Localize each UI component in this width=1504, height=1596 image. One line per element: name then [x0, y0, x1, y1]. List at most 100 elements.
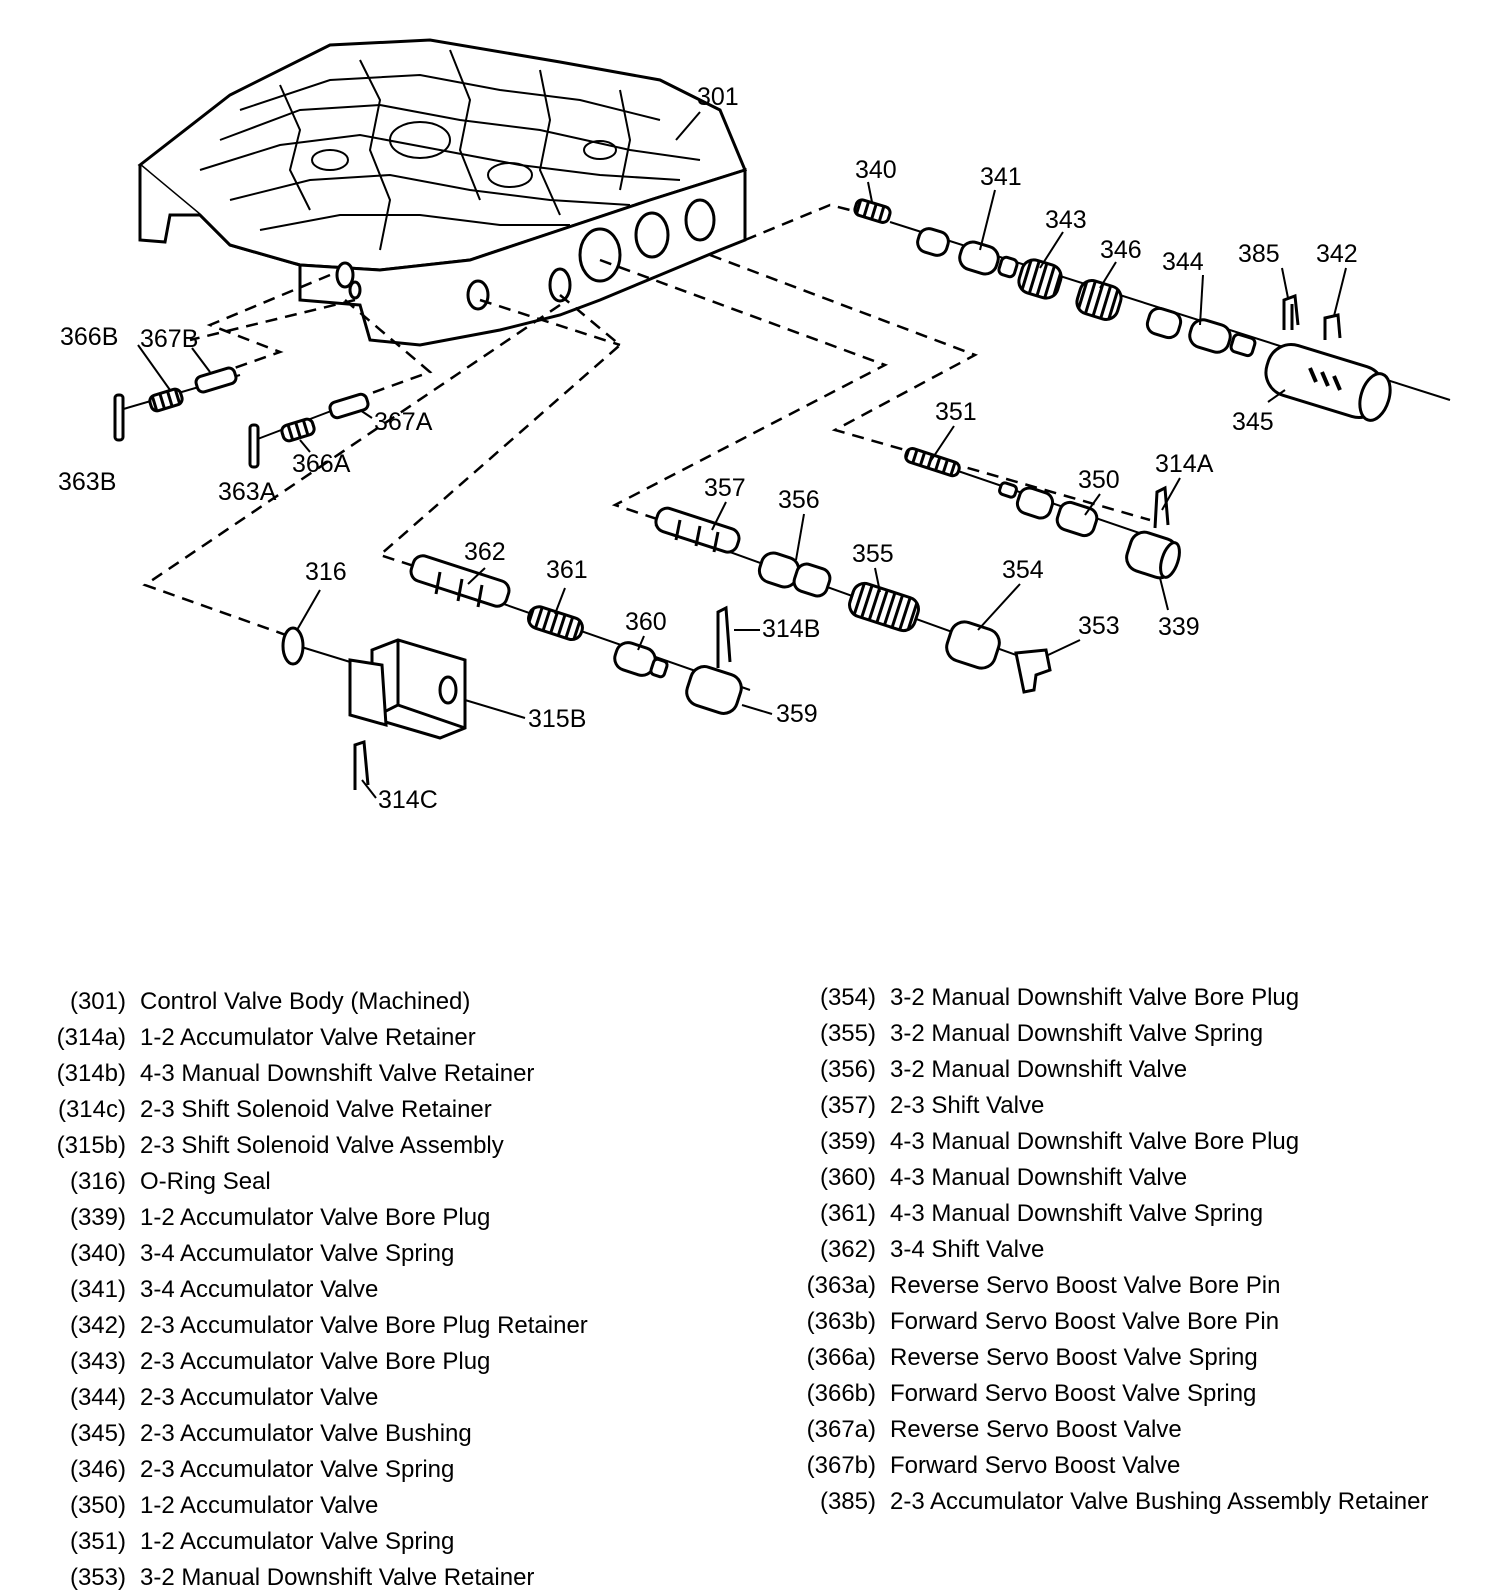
- legend-part-description: 3-4 Shift Valve: [890, 1236, 1045, 1263]
- part-343-plug: [1017, 258, 1063, 300]
- legend-item: (357) 2-3 Shift Valve: [784, 1088, 1484, 1124]
- callout-314a: 314A: [1155, 450, 1214, 478]
- legend-part-description: 3-2 Manual Downshift Valve Bore Plug: [890, 984, 1300, 1011]
- legend-part-description: O-Ring Seal: [140, 1168, 271, 1195]
- legend-part-code: (346): [69, 1456, 126, 1483]
- bore-path-lines: [142, 203, 1151, 642]
- legend-part-code: (341): [69, 1276, 126, 1303]
- legend-item: (385) 2-3 Accumulator Valve Bushing Assem…: [784, 1484, 1484, 1520]
- callout-366a: 366A: [292, 450, 351, 478]
- legend-part-code: (351): [69, 1528, 126, 1555]
- part-353-retainer: [1014, 648, 1052, 694]
- legend-part-code: (357): [819, 1092, 876, 1119]
- legend-part-code: (355): [819, 1020, 876, 1047]
- legend-part-description: 1-2 Accumulator Valve: [140, 1492, 379, 1519]
- legend-part-code: (361): [819, 1200, 876, 1227]
- legend-item: (366a)Reverse Servo Boost Valve Spring: [784, 1340, 1484, 1376]
- part-367a-valve: [328, 392, 370, 420]
- part-341-valve: [916, 227, 1019, 279]
- control-valve-body: [137, 38, 748, 347]
- legend-item: (346)2-3 Accumulator Valve Spring: [40, 1452, 760, 1488]
- legend-item: (363b)Forward Servo Boost Valve Bore Pin: [784, 1304, 1484, 1340]
- callout-360: 360: [625, 608, 667, 636]
- callout-344: 344: [1162, 248, 1204, 276]
- callout-354: 354: [1002, 556, 1044, 584]
- callout-leaders: [137, 111, 1347, 799]
- legend-part-code: (353): [69, 1564, 126, 1591]
- legend-item: (359)4-3 Manual Downshift Valve Bore Plu…: [784, 1124, 1484, 1160]
- legend-item: (316) O-Ring Seal: [40, 1164, 760, 1200]
- legend-part-description: 2-3 Shift Valve: [890, 1092, 1045, 1119]
- legend-item: (362) 3-4 Shift Valve: [784, 1232, 1484, 1268]
- legend-item: (353)3-2 Manual Downshift Valve Retainer: [40, 1560, 760, 1596]
- legend-part-code: (385): [819, 1488, 876, 1515]
- callout-342: 342: [1316, 240, 1358, 268]
- legend-item: (343) 2-3 Accumulator Valve Bore Plug: [40, 1344, 760, 1380]
- part-354-plug: [945, 620, 1001, 670]
- callout-346: 346: [1100, 236, 1142, 264]
- legend-part-description: 2-3 Accumulator Valve Bushing Assembly R…: [890, 1488, 1429, 1515]
- legend-part-code: (350): [69, 1492, 126, 1519]
- part-362-valve: [409, 554, 511, 608]
- legend-item: (314a) 1-2 Accumulator Valve Retainer: [40, 1020, 760, 1056]
- part-351-spring: [904, 447, 961, 478]
- callout-367b: 367B: [140, 325, 198, 353]
- legend-part-description: 3-4 Accumulator Valve: [140, 1276, 379, 1303]
- legend-part-code: (367a): [806, 1416, 876, 1443]
- part-345-bushing: [1264, 343, 1392, 422]
- legend-part-description: Control Valve Body (Machined): [140, 988, 471, 1015]
- legend-part-code: (363b): [806, 1308, 876, 1335]
- legend-part-code: (367b): [806, 1452, 876, 1479]
- callout-353: 353: [1078, 612, 1120, 640]
- callout-361: 361: [546, 556, 588, 584]
- legend-item: (351)1-2 Accumulator Valve Spring: [40, 1524, 760, 1560]
- callout-356: 356: [778, 486, 820, 514]
- legend-part-code: (343): [69, 1348, 126, 1375]
- part-339-plug: [1125, 530, 1181, 580]
- legend-item: (314b)4-3 Manual Downshift Valve Retaine…: [40, 1056, 760, 1092]
- legend-part-code: (301): [69, 988, 126, 1015]
- part-359-plug: [685, 665, 743, 715]
- callout-314b: 314B: [762, 615, 820, 643]
- callout-315b: 315B: [528, 705, 586, 733]
- part-314b-retainer: [716, 605, 732, 668]
- legend-item: (367b) Forward Servo Boost Valve: [784, 1448, 1484, 1484]
- legend-item: (356)3-2 Manual Downshift Valve: [784, 1052, 1484, 1088]
- legend-part-code: (314a): [56, 1024, 126, 1051]
- legend-item: (350) 1-2 Accumulator Valve: [40, 1488, 760, 1524]
- legend-part-description: 3-2 Manual Downshift Valve: [890, 1056, 1188, 1083]
- legend-part-code: (339): [69, 1204, 126, 1231]
- legend-part-code: (342): [69, 1312, 126, 1339]
- callout-339: 339: [1158, 613, 1200, 641]
- callout-363a: 363A: [218, 478, 277, 506]
- callout-385: 385: [1238, 240, 1280, 268]
- callout-355: 355: [852, 540, 894, 568]
- legend-part-code: (316): [69, 1168, 126, 1195]
- legend-part-description: Reverse Servo Boost Valve Bore Pin: [890, 1272, 1281, 1299]
- part-346-spring: [1075, 279, 1123, 321]
- legend-part-description: 2-3 Accumulator Valve: [140, 1384, 379, 1411]
- legend-part-description: 2-3 Accumulator Valve Bore Plug: [140, 1348, 491, 1375]
- legend-item: (301) Control Valve Body (Machined): [40, 984, 760, 1020]
- callout-345: 345: [1232, 408, 1274, 436]
- part-315b-solenoid: [348, 638, 467, 740]
- legend-part-description: Reverse Servo Boost Valve: [890, 1416, 1182, 1443]
- legend-part-code: (354): [819, 984, 876, 1011]
- legend-item: (367a) Reverse Servo Boost Valve: [784, 1412, 1484, 1448]
- legend-part-description: 4-3 Manual Downshift Valve Bore Plug: [890, 1128, 1300, 1155]
- part-342-retainer: [1323, 313, 1342, 340]
- legend-part-code: (344): [69, 1384, 126, 1411]
- callout-316: 316: [305, 558, 347, 586]
- legend-part-code: (360): [819, 1164, 876, 1191]
- part-363a-pin: [248, 423, 260, 469]
- legend-part-code: (314c): [57, 1096, 126, 1123]
- part-361-spring: [527, 605, 584, 642]
- legend-item: (314c)2-3 Shift Solenoid Valve Retainer: [40, 1092, 760, 1128]
- part-316-o-ring: [281, 626, 305, 666]
- legend-part-code: (362): [819, 1236, 876, 1263]
- legend-part-description: Forward Servo Boost Valve: [890, 1452, 1181, 1479]
- legend-part-description: 1-2 Accumulator Valve Retainer: [140, 1024, 476, 1051]
- legend-part-description: 2-3 Shift Solenoid Valve Assembly: [140, 1132, 504, 1159]
- legend-part-description: 1-2 Accumulator Valve Bore Plug: [140, 1204, 491, 1231]
- part-356-valve: [757, 551, 832, 598]
